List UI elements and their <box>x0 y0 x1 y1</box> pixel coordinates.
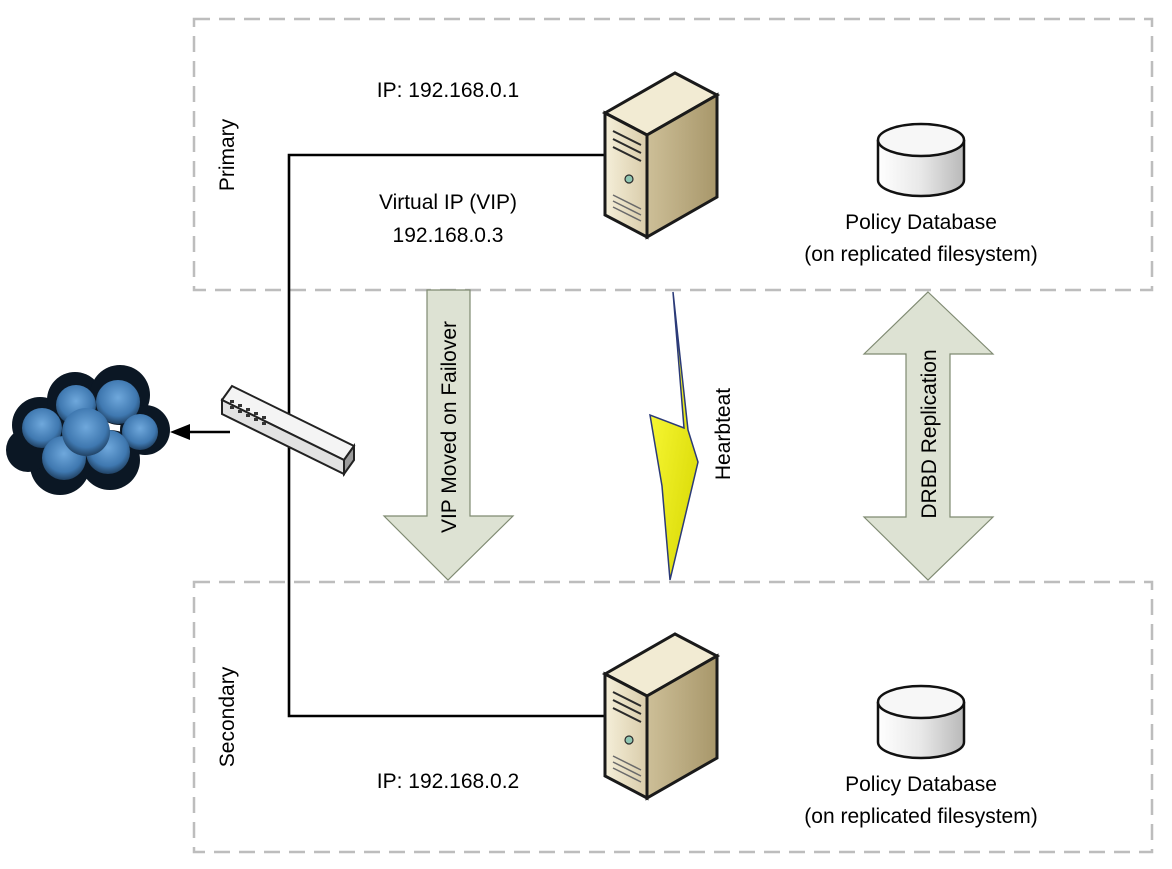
cloud-icon <box>6 365 170 495</box>
primary-db-subtitle: (on replicated filesystem) <box>804 243 1037 266</box>
primary-database-icon <box>876 122 966 198</box>
replication-arrow <box>862 291 995 581</box>
secondary-zone <box>192 580 1154 854</box>
uplink-arrowhead <box>170 424 190 440</box>
primary-server-icon <box>601 71 721 240</box>
vip-address: 192.168.0.3 <box>393 224 504 247</box>
replication-label: DRBD Replication <box>918 349 941 518</box>
primary-zone <box>192 17 1154 292</box>
secondary-server-icon <box>601 632 721 801</box>
network-switch-icon <box>220 384 356 478</box>
secondary-db-subtitle: (on replicated filesystem) <box>804 805 1037 828</box>
failover-label: VIP Moved on Failover <box>438 321 461 533</box>
vip-label: Virtual IP (VIP) <box>379 191 517 214</box>
failover-arrow <box>382 289 515 581</box>
secondary-database-icon <box>876 684 966 760</box>
secondary-db-title: Policy Database <box>845 773 997 796</box>
primary-db-title: Policy Database <box>845 211 997 234</box>
secondary-zone-label: Secondary <box>216 666 239 767</box>
primary-zone-label: Primary <box>216 118 239 191</box>
heartbeat-label: Hearbteat <box>712 388 735 480</box>
primary-ip-label: IP: 192.168.0.1 <box>377 79 519 102</box>
lightning-bolt-icon <box>649 291 699 581</box>
secondary-ip-label: IP: 192.168.0.2 <box>377 770 519 793</box>
